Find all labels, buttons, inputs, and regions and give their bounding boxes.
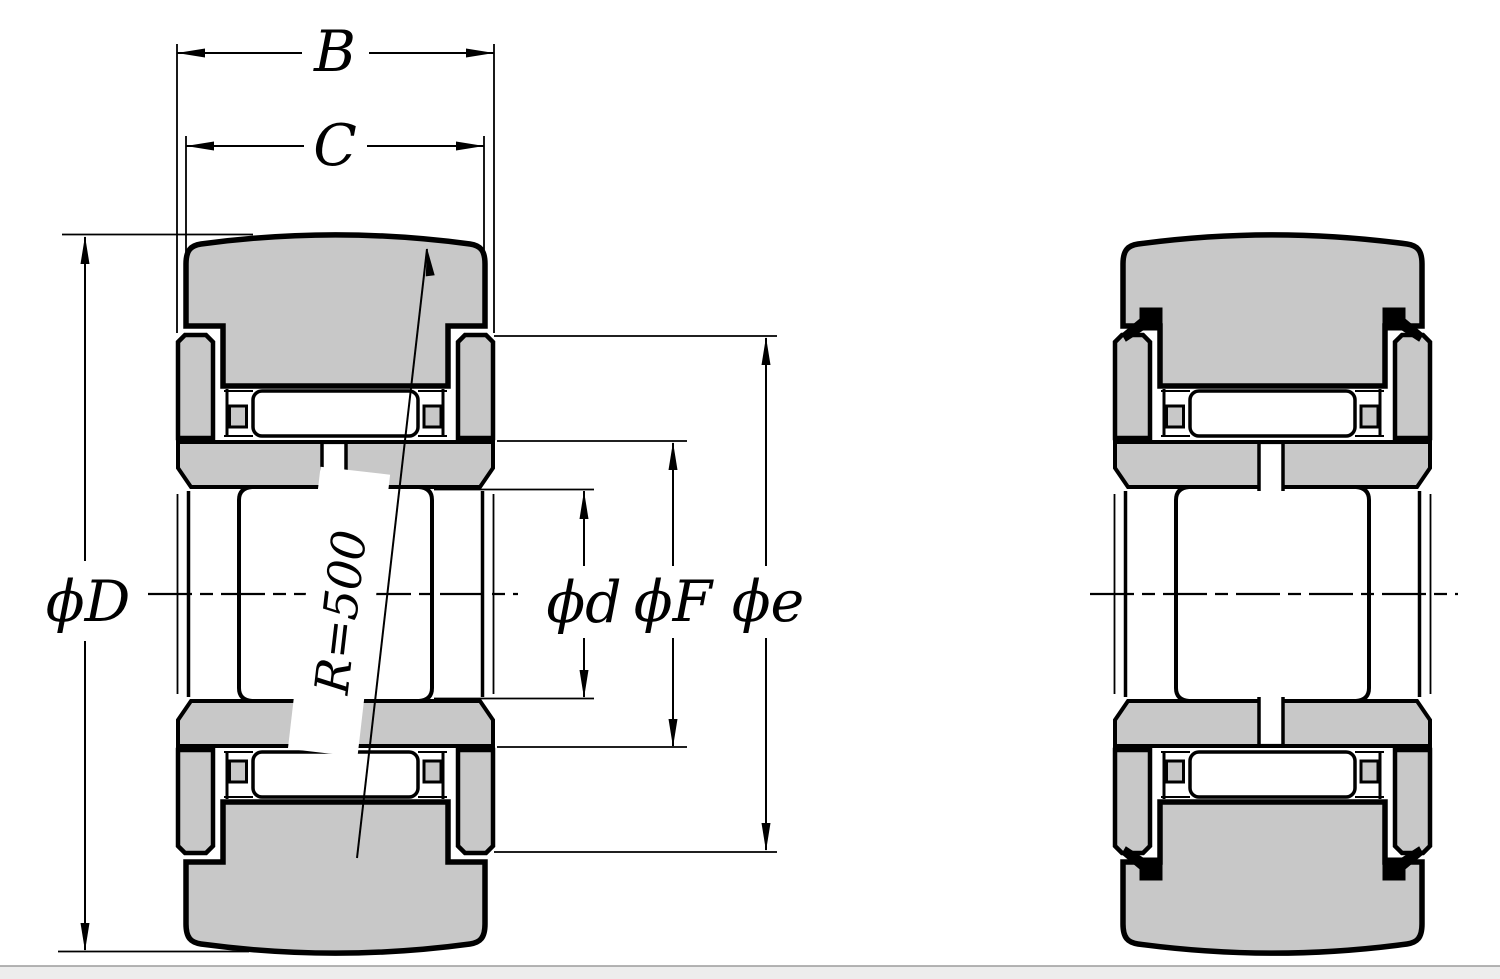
extension-line xyxy=(176,44,495,333)
dimension-phi-F: ϕF xyxy=(497,440,715,748)
seal-right xyxy=(1382,307,1424,342)
outer-ring-section xyxy=(183,232,488,389)
bore-step-right xyxy=(418,485,434,594)
seal-left xyxy=(1121,307,1163,342)
left-bearing-view xyxy=(148,232,518,953)
radius-leader-line xyxy=(356,248,428,859)
dimension-label-phi-e: ϕe xyxy=(732,569,805,635)
extension-line xyxy=(494,335,777,853)
dimension-label-b: B xyxy=(313,19,356,85)
cage-line xyxy=(224,390,447,437)
extension-line xyxy=(497,440,687,748)
right-bearing-lower-half-mirror xyxy=(1115,594,1431,953)
dimension-phi-D: ϕD xyxy=(46,233,253,953)
bore-edge-thick xyxy=(186,491,485,594)
dimension-label-phi-d-bore: ϕd xyxy=(546,570,621,636)
bore-step-left xyxy=(237,485,253,594)
dimension-phi-d: ϕd xyxy=(434,488,622,700)
cage-block-right xyxy=(422,404,443,429)
dimension-C: C xyxy=(185,113,485,266)
radius-arrowhead xyxy=(425,248,435,277)
dimension-label-phi-f: ϕF xyxy=(634,569,715,635)
dimension-B: B xyxy=(176,19,495,333)
bore-edge-thin xyxy=(176,494,495,594)
page-edge-strip xyxy=(0,965,1500,979)
extension-line xyxy=(185,136,485,266)
cage-rail xyxy=(225,389,445,437)
right-bearing-view xyxy=(1090,235,1458,953)
extension-line xyxy=(434,488,594,700)
cage-block-left xyxy=(228,404,248,429)
dimension-phi-e: ϕe xyxy=(494,335,805,853)
side-plate-left xyxy=(175,332,216,441)
extension-line xyxy=(58,233,253,953)
crown-radius-callout: R=500 xyxy=(287,248,435,859)
side-plate-right xyxy=(455,332,496,441)
needle-roller xyxy=(251,389,420,438)
label-backplate xyxy=(287,466,391,757)
dimension-label-phi-d-outer: ϕD xyxy=(46,569,131,635)
dimension-label-c: C xyxy=(313,113,357,179)
